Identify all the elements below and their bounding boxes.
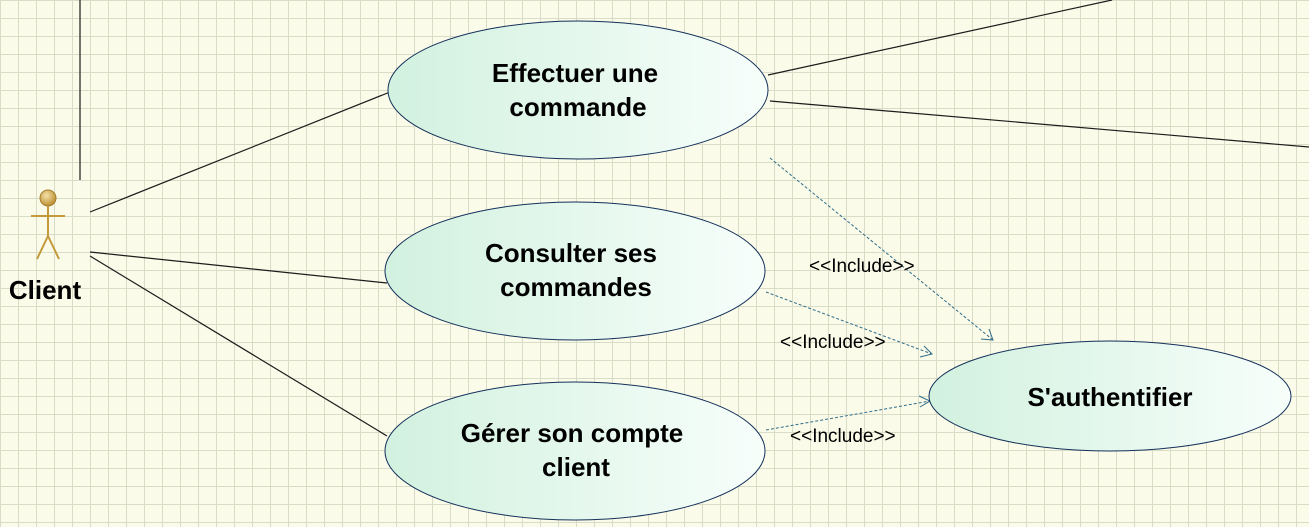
- use-case-label-line: Gérer son compte: [461, 418, 684, 448]
- include-label-1: <<Include>>: [809, 256, 915, 277]
- actor-right-leg: [47, 235, 60, 260]
- include-effectuer: [769, 157, 994, 341]
- actor-left-leg: [36, 235, 49, 260]
- include-label-2: <<Include>>: [780, 332, 886, 353]
- include-consulter: [765, 291, 933, 358]
- actor-head: [39, 189, 57, 207]
- actor-client[interactable]: Client: [9, 189, 82, 305]
- use-case-label-line: commande: [509, 92, 646, 122]
- association-right-1: [767, 0, 1113, 76]
- include-gerer: [765, 395, 932, 431]
- use-case-label-line: Effectuer une: [492, 58, 658, 88]
- use-case-label-line: client: [542, 452, 610, 482]
- association-consulter: [89, 251, 388, 284]
- actor-label: Client: [9, 275, 82, 305]
- use-case-label-line: commandes: [500, 272, 652, 302]
- use-case-effectuer-commande[interactable]: Effectuer une commande: [387, 20, 769, 160]
- use-case-consulter-commandes[interactable]: Consulter ses commandes: [384, 201, 766, 341]
- use-case-authentifier[interactable]: S'authentifier: [928, 340, 1292, 452]
- use-case-label-line: S'authentifier: [1027, 382, 1192, 412]
- association-effectuer: [89, 91, 391, 213]
- include-label-3: <<Include>>: [790, 426, 896, 447]
- association-gerer: [89, 255, 388, 437]
- association-right-2: [769, 100, 1309, 148]
- use-case-label-line: Consulter ses: [485, 238, 657, 268]
- use-case-gerer-compte[interactable]: Gérer son compte client: [384, 381, 766, 521]
